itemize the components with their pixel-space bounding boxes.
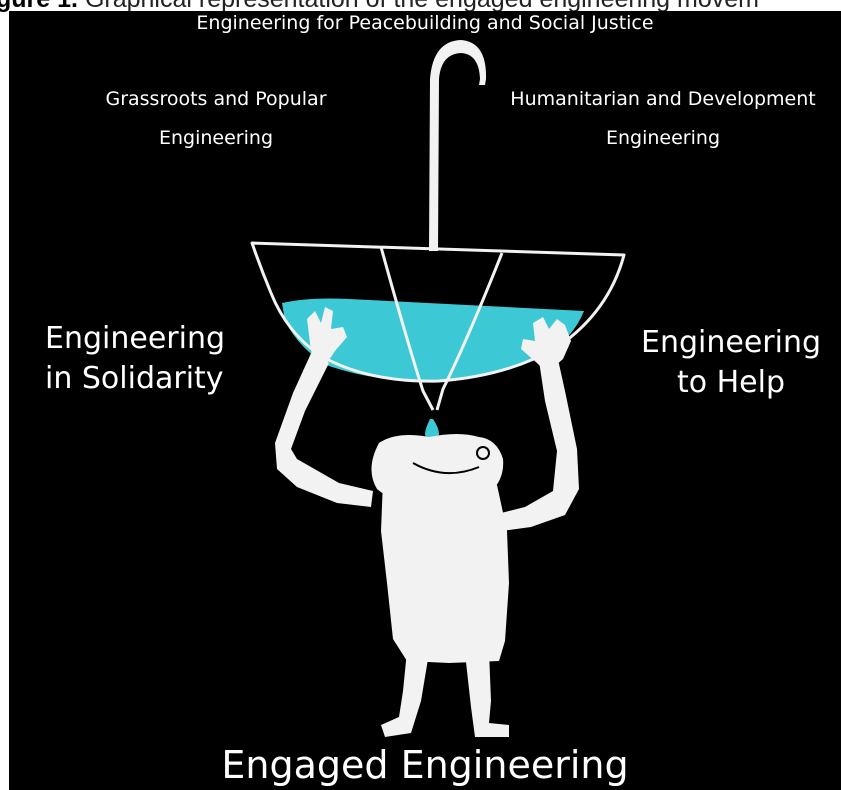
grassroots-label-line-2: Engineering: [159, 127, 273, 149]
solidarity-label-line-2: in Solidarity: [45, 361, 224, 396]
help-label-line-2: to Help: [676, 365, 786, 400]
umbrella-figure-illustration: [250, 40, 626, 737]
umbrella-canopy: [250, 241, 626, 411]
grassroots-label: Grassroots and Popular Engineering: [89, 80, 343, 158]
figure-holding-umbrella: [275, 307, 579, 737]
water-drop: [425, 419, 439, 441]
figure-caption: gure 1. Graphical representation of the …: [0, 0, 841, 13]
water-fill: [282, 298, 584, 382]
figure-caption-text: Graphical representation of the engaged …: [85, 0, 759, 13]
figure-face: [412, 446, 490, 475]
solidarity-label: Engineering in Solidarity: [45, 319, 305, 399]
figure-smile: [412, 462, 480, 475]
grassroots-label-line-1: Grassroots and Popular: [105, 88, 327, 110]
humanitarian-label-line-1: Humanitarian and Development: [510, 88, 816, 110]
engaged-engineering-title: Engaged Engineering: [221, 743, 629, 787]
figure-caption-number: gure 1.: [0, 0, 78, 13]
help-label-line-1: Engineering: [641, 325, 821, 360]
help-label: Engineering to Help: [611, 323, 841, 403]
umbrella-handle: [429, 40, 487, 251]
solidarity-label-line-1: Engineering: [45, 321, 225, 356]
diagram-panel: Engineering for Peacebuilding and Social…: [9, 11, 841, 790]
figure-eye: [476, 446, 490, 460]
peacebuilding-title: Engineering for Peacebuilding and Social…: [196, 12, 654, 34]
humanitarian-label: Humanitarian and Development Engineering: [491, 80, 835, 158]
humanitarian-label-line-2: Engineering: [606, 127, 720, 149]
